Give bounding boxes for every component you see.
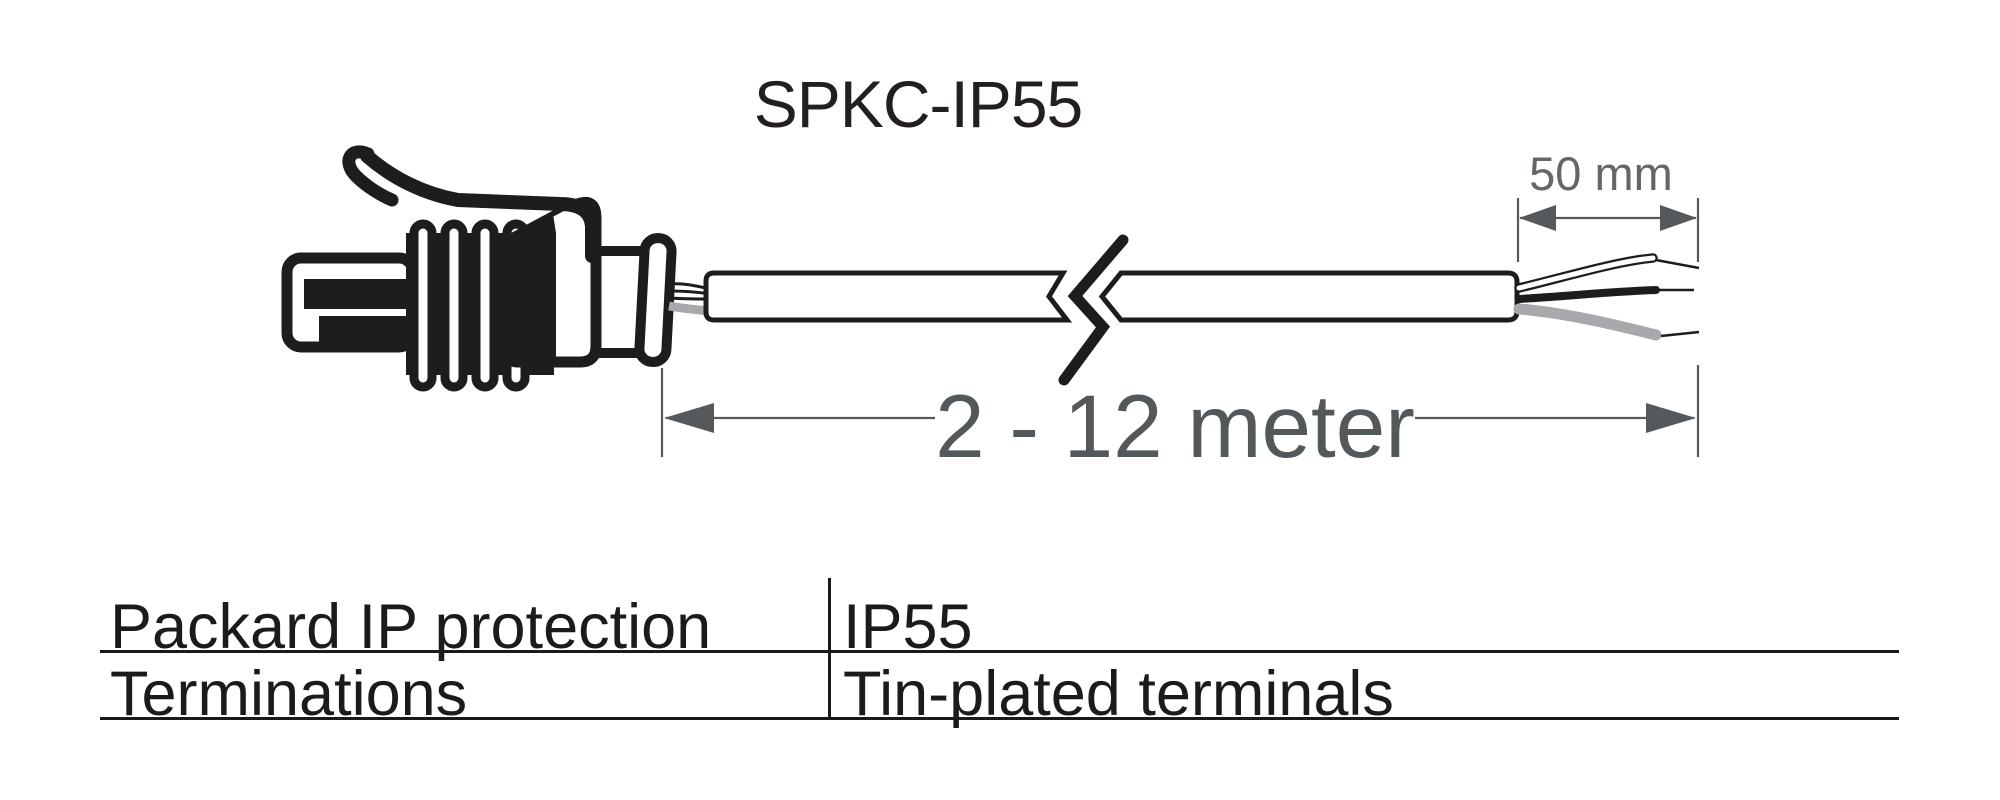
strip-length-dimension: 50 mm (1516, 147, 1700, 262)
white-wire-terminal-tip (1655, 258, 1700, 270)
black-wire (1515, 286, 1660, 303)
latch-arm (360, 149, 599, 263)
spec-value-cell: IP55 (828, 578, 1899, 659)
connector-flange (634, 233, 677, 367)
spec-value-cell: Tin-plated terminals (828, 653, 1899, 726)
terminal-lower-bar (319, 316, 414, 342)
cable-drawing (703, 234, 1520, 386)
table-row: Packard IP protection IP55 (100, 578, 1899, 659)
spec-value: Tin-plated terminals (843, 659, 1394, 729)
stripped-wire-ends (1513, 253, 1700, 341)
spec-label-cell: Terminations (100, 653, 828, 726)
cable-segment-right (1098, 270, 1520, 323)
table-row: Terminations Tin-plated terminals (100, 653, 1899, 726)
spec-label-cell: Packard IP protection (100, 578, 828, 659)
white-wire-core (1516, 255, 1656, 291)
arrowhead-left-icon (664, 403, 714, 433)
spec-label: Packard IP protection (110, 592, 712, 662)
arrowhead-right-icon (1660, 205, 1697, 231)
cable-length-dimension: 2 - 12 meter (660, 365, 1700, 476)
product-title: SPKC-IP55 (754, 67, 1082, 141)
arrowhead-left-icon (1519, 205, 1556, 231)
connector-latch (342, 145, 599, 263)
gray-wire (1513, 303, 1662, 341)
connector-body (500, 196, 602, 368)
terminal-blade (304, 279, 414, 309)
spec-label: Terminations (110, 659, 468, 729)
spec-table: Packard IP protection IP55 Terminations … (100, 578, 1899, 726)
gray-wire-terminal-tip (1660, 330, 1700, 338)
connector-drawing (281, 145, 677, 392)
seal-rib (440, 219, 468, 392)
strip-length-label: 50 mm (1529, 147, 1673, 200)
cable-length-label: 2 - 12 meter (935, 376, 1415, 476)
cable-segment-left (703, 270, 1073, 323)
seal-rib (409, 219, 437, 392)
connector-terminal (281, 252, 419, 353)
arrowhead-right-icon (1646, 403, 1696, 433)
latch-hook (342, 145, 399, 207)
seal-rib (471, 219, 499, 392)
cable-break-symbol (1058, 234, 1129, 386)
spec-value: IP55 (843, 592, 973, 662)
